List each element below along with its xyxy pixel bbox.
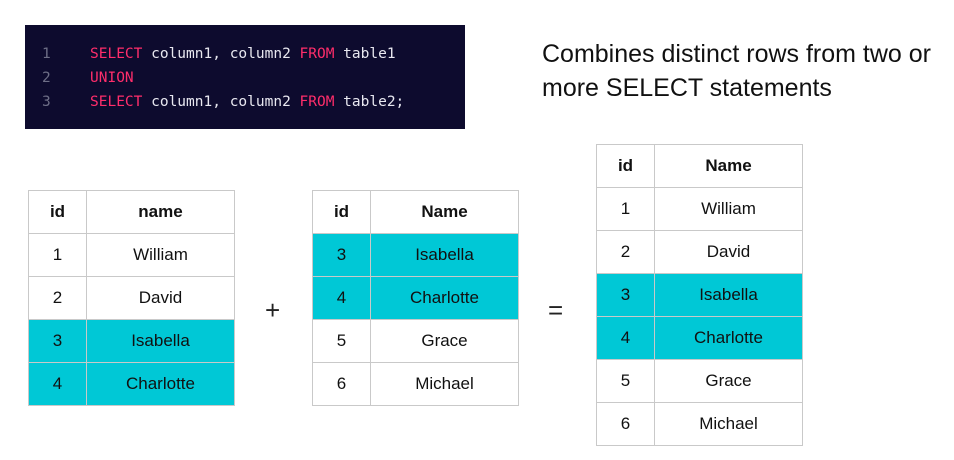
code-text: SELECT column1, column2 FROM table1 xyxy=(90,42,396,66)
sql-token: table2; xyxy=(334,94,405,110)
id-cell: 4 xyxy=(28,362,87,406)
line-number: 1 xyxy=(42,46,51,62)
id-cell: 6 xyxy=(596,402,655,446)
sql-keyword: FROM xyxy=(299,46,335,62)
name-cell: Isabella xyxy=(86,319,235,363)
code-line: 1 SELECT column1, column2 FROM table1 xyxy=(25,42,465,66)
name-column-header: Name xyxy=(370,190,519,234)
id-cell: 6 xyxy=(312,362,371,406)
code-text: UNION xyxy=(90,66,134,90)
id-cell: 5 xyxy=(596,359,655,403)
name-cell: Grace xyxy=(370,319,519,363)
id-column-header: id xyxy=(28,190,87,234)
name-cell: William xyxy=(86,233,235,277)
id-cell: 3 xyxy=(28,319,87,363)
name-cell: David xyxy=(654,230,803,274)
name-cell: Grace xyxy=(654,359,803,403)
id-cell: 2 xyxy=(28,276,87,320)
name-cell: Charlotte xyxy=(86,362,235,406)
name-cell: David xyxy=(86,276,235,320)
id-cell: 4 xyxy=(312,276,371,320)
line-number: 3 xyxy=(42,94,51,110)
sql-keyword: SELECT xyxy=(90,94,143,110)
id-cell: 1 xyxy=(28,233,87,277)
name-column-header: Name xyxy=(654,144,803,188)
name-cell: William xyxy=(654,187,803,231)
union-description: Combines distinct rows from two or more … xyxy=(542,40,932,102)
sql-keyword: UNION xyxy=(90,70,134,86)
line-number: 2 xyxy=(42,70,51,86)
id-cell: 4 xyxy=(596,316,655,360)
id-cell: 1 xyxy=(596,187,655,231)
name-cell: Charlotte xyxy=(654,316,803,360)
id-column-header: id xyxy=(596,144,655,188)
code-text: SELECT column1, column2 FROM table2; xyxy=(90,90,404,114)
sql-token: column1, column2 xyxy=(142,94,300,110)
code-line: 3 SELECT column1, column2 FROM table2; xyxy=(25,90,465,114)
name-cell: Charlotte xyxy=(370,276,519,320)
sql-token: table1 xyxy=(334,46,396,62)
code-line: 2 UNION xyxy=(25,66,465,90)
name-cell: Michael xyxy=(370,362,519,406)
plus-operator: + xyxy=(265,295,281,325)
id-cell: 5 xyxy=(312,319,371,363)
id-column-header: id xyxy=(312,190,371,234)
name-column-header: name xyxy=(86,190,235,234)
id-cell: 2 xyxy=(596,230,655,274)
equals-operator: = xyxy=(548,295,564,325)
name-cell: Isabella xyxy=(654,273,803,317)
name-cell: Michael xyxy=(654,402,803,446)
id-cell: 3 xyxy=(596,273,655,317)
id-cell: 3 xyxy=(312,233,371,277)
sql-keyword: FROM xyxy=(299,94,335,110)
sql-token: column1, column2 xyxy=(142,46,300,62)
sql-keyword: SELECT xyxy=(90,46,143,62)
name-cell: Isabella xyxy=(370,233,519,277)
